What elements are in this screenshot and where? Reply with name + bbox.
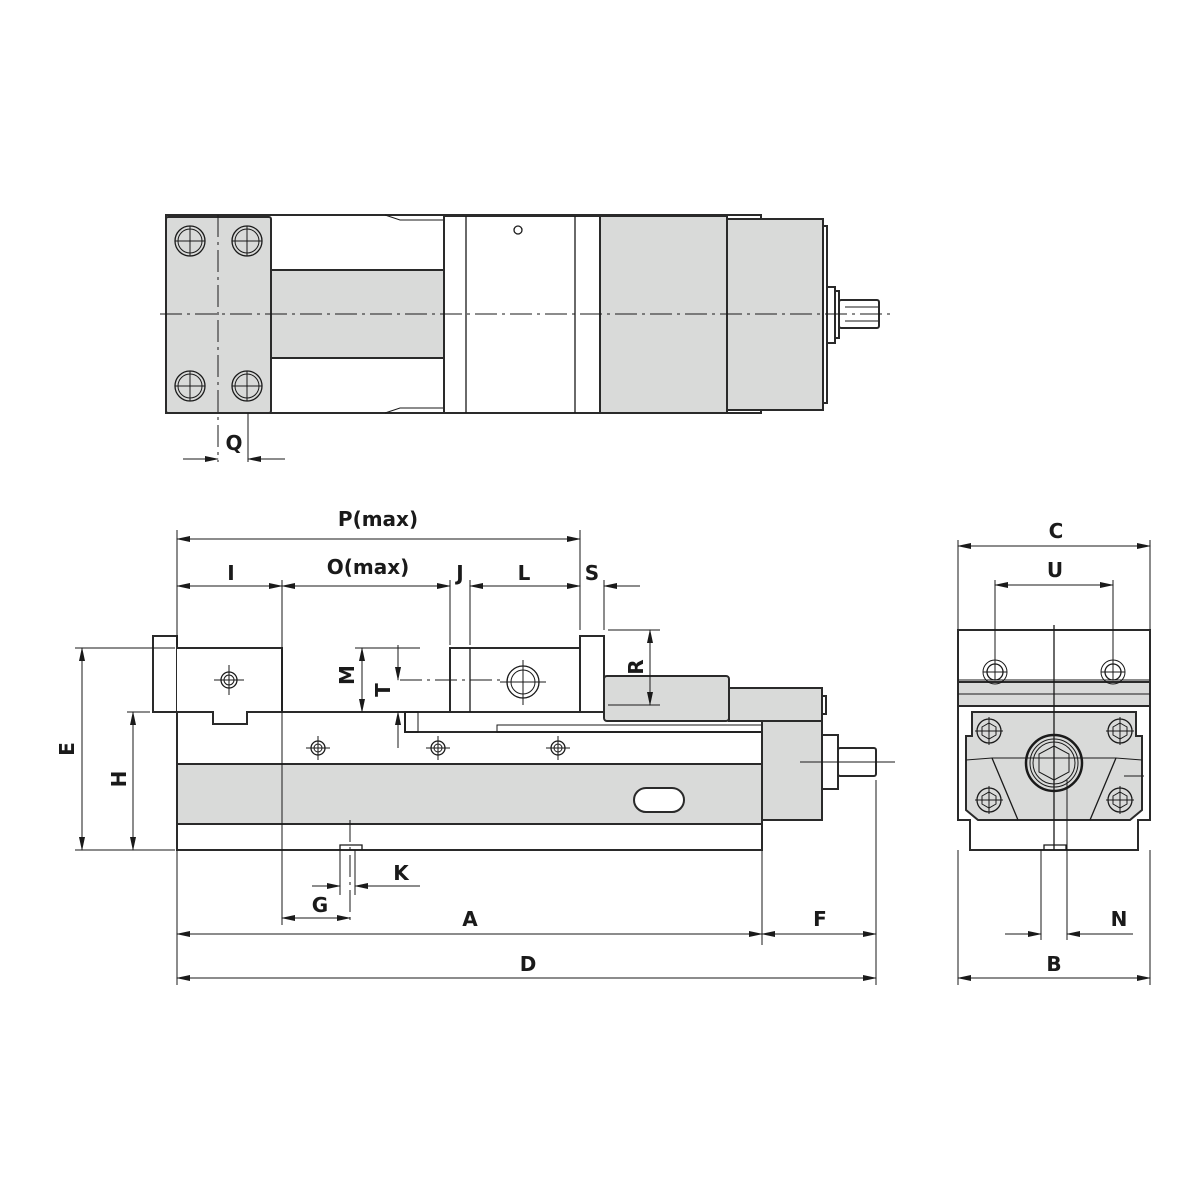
dim-label-c: C <box>1049 519 1064 543</box>
hole-icon <box>214 665 244 695</box>
hole-icon <box>500 660 546 705</box>
dim-label-f: F <box>813 907 827 931</box>
dim-label-p-max: P(max) <box>338 507 418 531</box>
dim-label-o-max: O(max) <box>327 555 410 579</box>
dim-label-m: M <box>335 665 359 685</box>
dim-label-l: L <box>518 561 531 585</box>
dim-label-j: J <box>454 561 463 585</box>
bolt-icon <box>975 786 1003 814</box>
bolt-icon <box>1106 717 1134 745</box>
bolt-icon <box>174 370 206 402</box>
top-view: Q <box>160 214 895 462</box>
dim-label-s: S <box>585 561 599 585</box>
dim-label-k: K <box>393 861 410 885</box>
dim-label-e: E <box>55 742 79 756</box>
dim-label-u: U <box>1047 558 1063 582</box>
dim-label-a: A <box>462 907 478 931</box>
hole-icon <box>426 736 450 760</box>
dim-label-n: N <box>1111 907 1128 931</box>
dim-label-d: D <box>520 952 537 976</box>
bolt-icon <box>231 225 263 257</box>
bolt-icon <box>231 370 263 402</box>
bolt-icon <box>174 225 206 257</box>
dim-label-r: R <box>624 659 648 674</box>
end-view: C U N B <box>957 519 1151 985</box>
bolt-icon <box>1106 786 1134 814</box>
dim-label-b: B <box>1046 952 1061 976</box>
hole-icon <box>306 736 330 760</box>
dim-label-i: I <box>227 561 234 585</box>
bolt-icon <box>975 717 1003 745</box>
hole-icon <box>546 736 570 760</box>
dim-label-h: H <box>107 771 131 788</box>
dim-label-g: G <box>312 893 328 917</box>
dim-label-q: Q <box>225 431 242 455</box>
side-view: P(max) I O(max) J L S R M T E H K <box>55 507 895 985</box>
dim-label-t: T <box>371 683 395 697</box>
